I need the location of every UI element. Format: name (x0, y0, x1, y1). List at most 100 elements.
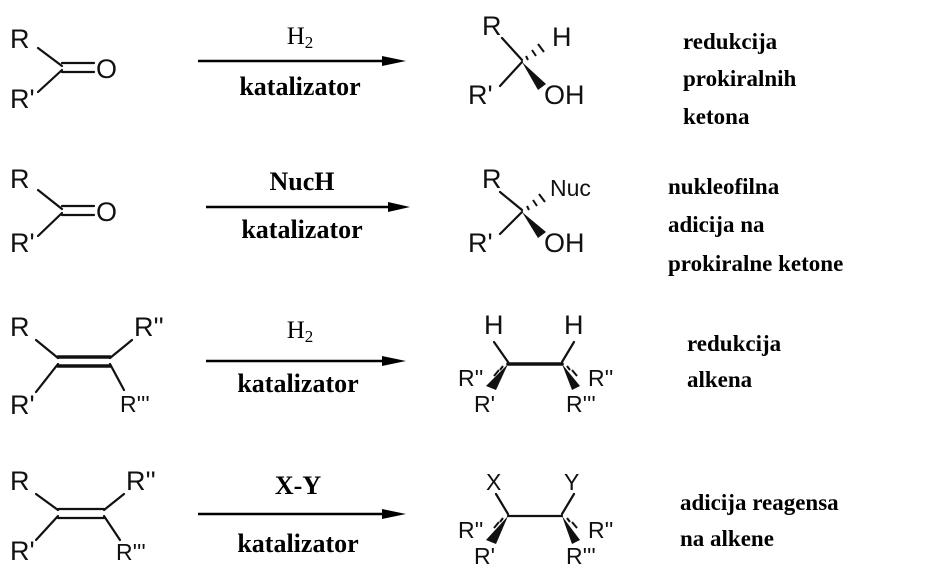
reactant-top-right-label: R'' (126, 466, 156, 496)
product-mid-left-label: R'' (458, 517, 483, 543)
product-mid-right-label: R'' (588, 365, 613, 391)
bond-c-r (498, 190, 524, 212)
reactant-ketone-1: R R' O (10, 24, 117, 114)
bond-r-prime-to-carbon (36, 68, 64, 94)
reaction-row-2: R R' O NucH katalizator R Nuc R' OH (10, 164, 843, 276)
product-bottom-right-label: OH (544, 228, 585, 258)
reaction-row-1: R R' O H2 katalizator R H R' OH (10, 11, 797, 129)
reactant-top-left-label: R (10, 312, 30, 342)
bond-r-to-carbon (36, 46, 64, 68)
reactant-bottom-left-label: R' (10, 390, 35, 420)
description-line-2: adicija na (668, 212, 765, 237)
hashed-bond-c-nuc (526, 193, 546, 211)
product-top-left-label: H (484, 310, 504, 340)
bond-c-r (500, 36, 524, 62)
hashed-bond-left (493, 365, 504, 377)
condition-below: katalizator (241, 215, 362, 244)
description-4: adicija reagensa na alkene (680, 490, 839, 551)
reactant-bottom-right-label: R''' (120, 391, 150, 417)
bond-left-c-h (492, 340, 510, 364)
bond-r-left (34, 492, 60, 512)
wedge-bond-left (486, 364, 508, 390)
bond-r-left (34, 338, 60, 360)
bond-r-prime-left (34, 362, 60, 394)
reactant-bottom-left-label: R' (10, 536, 35, 566)
description-line-1: nukleofilna (668, 174, 780, 199)
bond-r-prime-left (34, 514, 60, 542)
arrow-head (382, 356, 406, 366)
bond-r-to-carbon (36, 188, 64, 211)
reaction-arrow-1: H2 katalizator (198, 23, 406, 101)
bond-r-right-bottom (108, 362, 126, 392)
hashed-bond-c-h (525, 43, 545, 61)
product-top-right-label: H (552, 22, 572, 52)
reactant-top-label: R (10, 164, 30, 194)
wedge-bond-c-oh (522, 212, 546, 238)
bond-r-right (102, 492, 126, 512)
wedge-bond-left (486, 516, 508, 544)
condition-above: NucH (270, 167, 335, 196)
product-adduct-2: R Nuc R' OH (468, 164, 591, 258)
reactant-top-label: R (10, 24, 30, 54)
product-adduct-4: X Y R'' R'' R' R''' (458, 469, 613, 569)
product-mid-left-label: R'' (458, 365, 483, 391)
product-top-right-label: H (564, 310, 584, 340)
reaction-row-4: R R'' R' R''' X-Y katalizator X Y R'' R'… (10, 466, 839, 569)
arrow-head (382, 56, 406, 66)
hashed-bond-left (493, 517, 504, 529)
product-bottom-right-label: OH (544, 80, 585, 110)
product-alcohol-1: R H R' OH (468, 11, 585, 110)
condition-above: H2 (287, 317, 314, 346)
product-bottom-right-label: R''' (566, 543, 596, 569)
arrow-head (388, 202, 410, 212)
arrow-head (382, 509, 406, 519)
bond-c-r-prime (498, 60, 524, 88)
description-line-2: na alkene (680, 526, 774, 551)
description-line-1: redukcija (683, 29, 778, 54)
description-line-2: prokiralnih (683, 66, 797, 91)
product-top-left-label: R (482, 11, 502, 41)
reactant-bottom-right-label: R''' (116, 539, 146, 565)
bond-right-c-h (560, 340, 576, 364)
product-bottom-left-label: R' (468, 228, 493, 258)
reactant-top-left-label: R (10, 466, 30, 496)
hashed-bond-right (566, 365, 578, 377)
description-line-2: alkena (687, 367, 753, 392)
bond-c-r-prime (498, 210, 524, 236)
reactant-oxygen-label: O (96, 54, 117, 84)
description-line-3: prokiralne ketone (668, 251, 843, 276)
description-line-1: adicija reagensa (680, 490, 839, 515)
reactant-alkene-3: R R'' R' R''' (10, 312, 164, 420)
wedge-bond-c-oh (522, 62, 546, 90)
condition-below: katalizator (237, 369, 358, 398)
product-bottom-left-label: R' (474, 391, 495, 417)
reactant-alkene-4: R R'' R' R''' (10, 466, 156, 566)
condition-above: H2 (287, 23, 314, 52)
bond-right-c-y (560, 492, 576, 516)
product-top-left-label: X (486, 469, 501, 495)
condition-above: X-Y (275, 471, 321, 500)
reactant-bottom-label: R' (10, 228, 35, 258)
wedge-bond-right (562, 516, 580, 544)
description-line-3: ketona (683, 104, 750, 129)
bond-left-c-x (494, 492, 510, 516)
bond-r-prime-to-carbon (36, 211, 64, 238)
condition-below: katalizator (239, 72, 360, 101)
reaction-row-3: R R'' R' R''' H2 katalizator H H R'' R''… (10, 310, 782, 420)
bond-r-right (108, 338, 134, 360)
product-bottom-right-label: R''' (566, 391, 596, 417)
bond-r-right-bottom (102, 514, 122, 542)
description-3: redukcija alkena (687, 331, 782, 392)
product-top-right-label: Y (564, 469, 579, 495)
product-top-left-label: R (482, 164, 502, 194)
reactant-top-right-label: R'' (134, 312, 164, 342)
product-top-right-label: Nuc (550, 175, 591, 201)
reactant-ketone-2: R R' O (10, 164, 117, 258)
hashed-bond-right (566, 517, 578, 529)
product-alkane-3: H H R'' R'' R' R''' (458, 310, 613, 417)
reaction-arrow-3: H2 katalizator (206, 317, 406, 398)
reactant-bottom-label: R' (10, 84, 35, 114)
reaction-arrow-2: NucH katalizator (206, 167, 410, 244)
product-bottom-left-label: R' (468, 80, 493, 110)
